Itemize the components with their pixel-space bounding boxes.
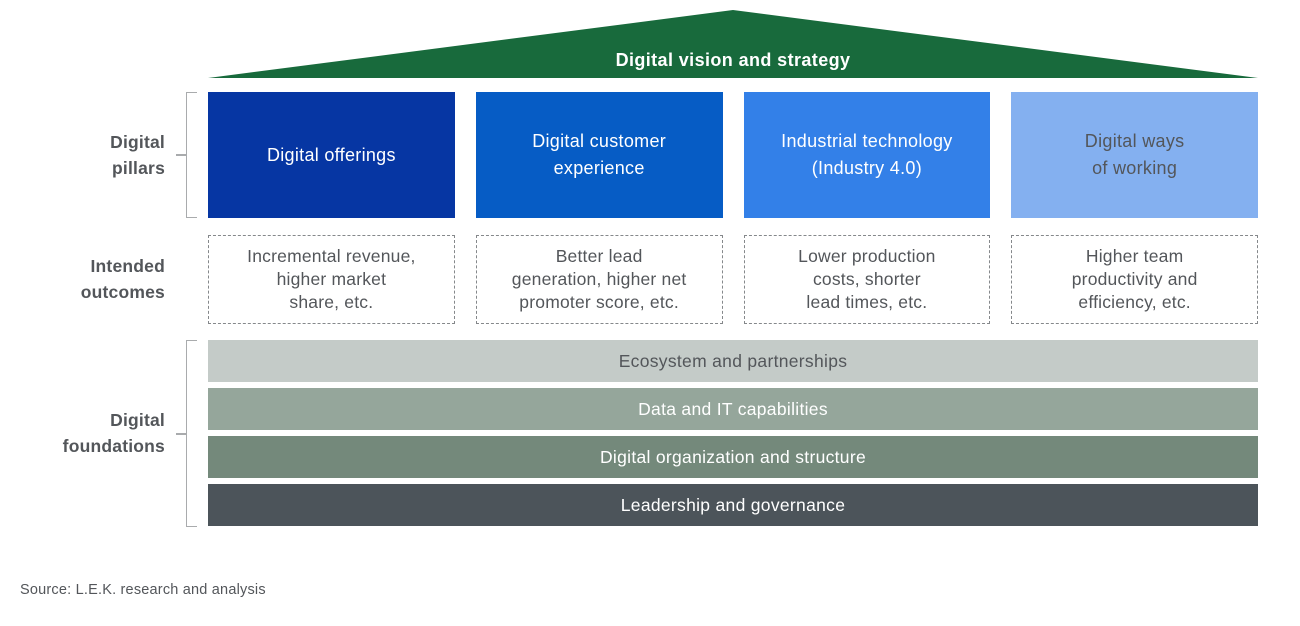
foundation-ecosystem-partnerships: Ecosystem and partnerships — [208, 340, 1258, 382]
roof-triangle-icon — [208, 10, 1258, 78]
pillars-bracket — [186, 92, 197, 218]
source-note: Source: L.E.K. research and analysis — [20, 582, 266, 598]
foundation-digital-organization-structure: Digital organization and structure — [208, 436, 1258, 478]
foundations-stack: Ecosystem and partnerships Data and IT c… — [208, 340, 1258, 532]
foundations-bracket-tick — [176, 433, 187, 435]
foundation-leadership-governance: Leadership and governance — [208, 484, 1258, 526]
row-label-digital-pillars: Digital pillars — [110, 132, 165, 178]
outcome-lower-production-costs: Lower production costs, shorter lead tim… — [743, 235, 991, 324]
pillars-bracket-tick — [176, 154, 187, 156]
outcomes-row: Incremental revenue, higher market share… — [208, 235, 1258, 324]
pillar-digital-ways-of-working: Digital ways of working — [1011, 92, 1258, 218]
pillar-digital-customer-experience: Digital customer experience — [475, 92, 723, 218]
outcome-incremental-revenue: Incremental revenue, higher market share… — [208, 235, 455, 324]
roof-shape: Digital vision and strategy — [208, 10, 1258, 78]
roof-title: Digital vision and strategy — [615, 50, 851, 70]
pillars-row: Digital offerings Digital customer exper… — [208, 92, 1258, 218]
outcome-better-lead-generation: Better lead generation, higher net promo… — [475, 235, 723, 324]
row-label-intended-outcomes: Intended outcomes — [80, 256, 165, 302]
row-label-digital-foundations: Digital foundations — [62, 410, 165, 456]
pillar-industrial-technology: Industrial technology (Industry 4.0) — [743, 92, 991, 218]
foundations-bracket — [186, 340, 197, 527]
pillar-digital-offerings: Digital offerings — [208, 92, 455, 218]
outcome-higher-team-productivity: Higher team productivity and efficiency,… — [1011, 235, 1258, 324]
foundation-data-it-capabilities: Data and IT capabilities — [208, 388, 1258, 430]
